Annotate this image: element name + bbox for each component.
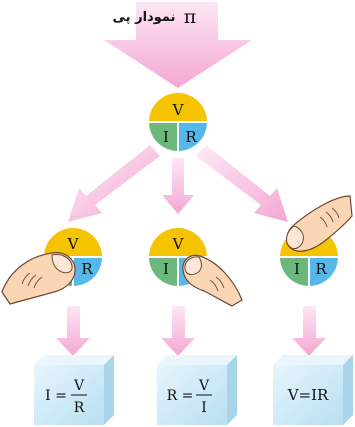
formula-box-middle — [157, 355, 237, 425]
pi-wheel-main — [149, 93, 207, 151]
title-text: نمودار پی — [113, 10, 176, 25]
formula-left-numerator: V — [73, 378, 85, 394]
formula-left-denominator: R — [74, 400, 85, 416]
down-arrow-middle — [161, 306, 195, 356]
wheel-main-r: R — [185, 128, 197, 146]
wheel-right-i: I — [294, 260, 300, 278]
formula-right-text: V=IR — [287, 386, 329, 404]
formula-middle-denominator: I — [201, 400, 207, 416]
formula-left-lhs: I = — [45, 388, 67, 404]
diagonal-arrow-left — [68, 145, 160, 222]
formula-middle-lhs: R = — [167, 388, 194, 404]
formula-box-left — [34, 355, 114, 425]
down-arrow-center — [162, 158, 194, 214]
diagonal-arrow-right — [196, 145, 288, 222]
wheel-left-v: V — [67, 235, 80, 253]
pointing-finger-icon — [286, 195, 353, 252]
down-arrow-right — [292, 306, 326, 356]
wheel-middle-v: V — [172, 235, 185, 253]
wheel-middle-i: I — [163, 260, 169, 278]
pointing-finger-icon — [1, 252, 76, 305]
wheel-main-v: V — [172, 101, 185, 119]
wheel-right-r: R — [315, 260, 327, 278]
wheel-left-r: R — [81, 260, 93, 278]
formula-box-right — [273, 355, 353, 425]
formula-middle-numerator: V — [198, 378, 210, 394]
title-arrow — [104, 2, 252, 88]
down-arrow-left — [56, 306, 90, 356]
wheel-main-i: I — [163, 128, 169, 146]
title-pi-symbol: π — [184, 6, 197, 28]
pointing-finger-icon — [182, 254, 243, 307]
